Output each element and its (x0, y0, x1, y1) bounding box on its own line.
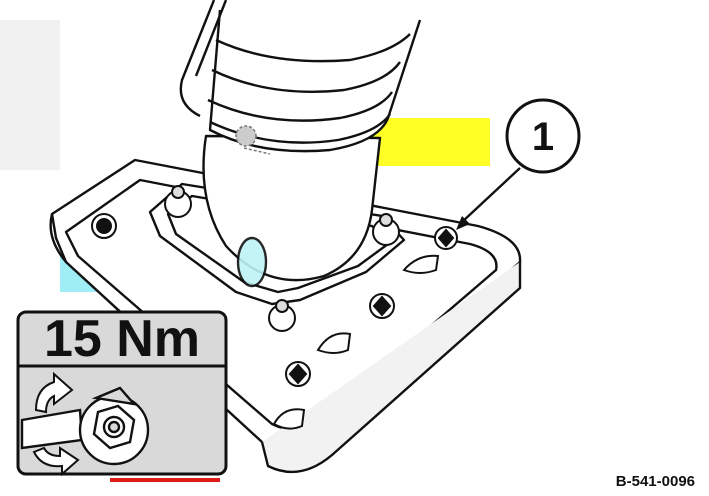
base-plate-screws (285, 226, 458, 387)
flange-bolt (372, 213, 400, 246)
plate-nut-left (91, 213, 117, 239)
flange-bolt (164, 185, 192, 218)
rotation-arrow-icon (32, 371, 80, 477)
torque-value: 15 Nm (44, 310, 200, 368)
figure-id: B-541-0096 (615, 473, 695, 490)
callout-leader-arrow (456, 167, 521, 230)
callout-number: 1 (532, 115, 554, 159)
flange-bolts (164, 185, 400, 332)
torque-panel: 15 Nm (16, 310, 228, 477)
plate-screw (369, 293, 395, 319)
flange-bolt (268, 299, 296, 332)
base-plate-slots (272, 254, 440, 430)
plate-screw (434, 226, 458, 250)
hidden-bolt (235, 125, 271, 155)
callout-badge: 1 (505, 98, 581, 174)
hex-nut-icon (92, 404, 136, 450)
plate-screw (285, 361, 311, 387)
